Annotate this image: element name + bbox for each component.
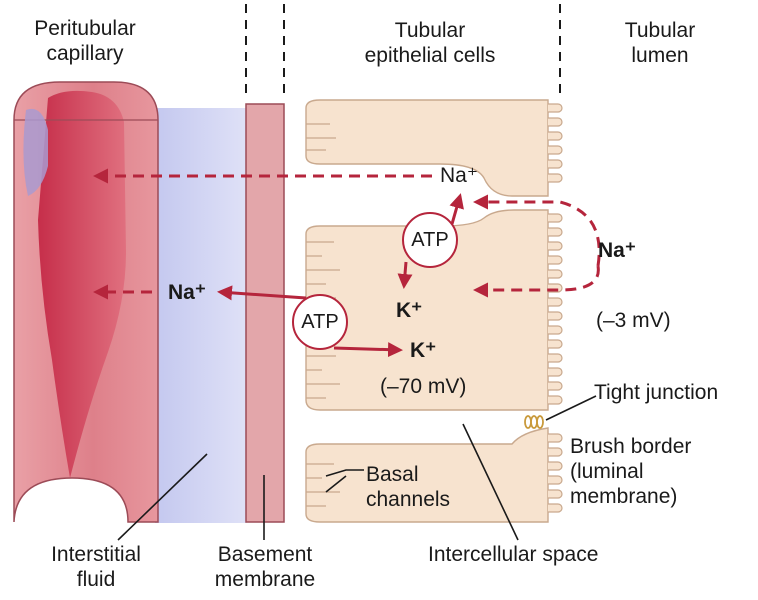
basal-line1: Basal: [366, 463, 419, 486]
transport-arrows: [93, 168, 601, 358]
arrow-atp-upper-to-na: [449, 193, 464, 225]
lumen-line2: lumen: [631, 44, 689, 67]
basement-line1: Basement: [217, 543, 313, 566]
zone-dividers: [245, 4, 561, 100]
basal-line2: channels: [366, 488, 451, 511]
label-interstitial-fluid: Interstitial fluid: [26, 542, 166, 592]
label-tubular-lumen: Tubular lumen: [600, 18, 720, 68]
label-na-left: Na⁺: [168, 281, 206, 304]
epithelial-cell-top: [305, 99, 549, 197]
label-na-lumen: Na⁺: [598, 239, 636, 262]
peritubular-line1: Peritubular: [34, 17, 136, 40]
label-peritubular-capillary: Peritubular capillary: [10, 16, 160, 66]
label-k-lower: K⁺: [410, 339, 437, 362]
arrow-atp-upper-to-k: [397, 261, 413, 289]
epithelial-cell-bottom: [305, 427, 549, 523]
interstitial-line2: fluid: [76, 568, 116, 591]
label-k-upper: K⁺: [396, 299, 423, 322]
basement-membrane: [245, 103, 285, 523]
atp-upper: ATP: [402, 212, 458, 268]
brush-line3: membrane): [570, 485, 678, 508]
epithelial-cell-middle: [305, 209, 549, 411]
arrow-na-lumen-loop: [473, 194, 601, 267]
interstitial-line1: Interstitial: [51, 543, 141, 566]
label-lumen-potential: (–3 mV): [596, 309, 671, 332]
label-intercellular-space: Intercellular space: [428, 543, 599, 566]
basement-line2: membrane: [214, 568, 316, 591]
label-tight-junction: Tight junction: [594, 381, 719, 404]
label-basement-membrane: Basement membrane: [190, 542, 340, 592]
arrow-atp-lower-to-na: [217, 285, 307, 301]
atp-lower: ATP: [292, 294, 348, 350]
label-na-top: Na⁺: [440, 164, 478, 187]
tight-junction-marker: [524, 415, 544, 429]
epithelial-line2: epithelial cells: [364, 44, 496, 67]
label-cell-potential: (–70 mV): [380, 375, 467, 398]
brush-line2: (luminal: [570, 460, 644, 483]
label-brush-border: Brush border (luminal membrane): [570, 434, 691, 509]
arrow-atp-lower-to-k: [333, 342, 403, 358]
tubular-epithelial-cells: [305, 99, 549, 523]
brush-border: [548, 103, 563, 513]
label-tubular-epithelial-cells: Tubular epithelial cells: [330, 18, 530, 68]
arrow-na-lumen-into-cell: [473, 265, 600, 298]
peritubular-line2: capillary: [46, 42, 124, 65]
lumen-line1: Tubular: [624, 19, 696, 42]
brush-line1: Brush border: [570, 435, 692, 458]
epithelial-line1: Tubular: [394, 19, 466, 42]
peritubular-capillary: [13, 81, 159, 523]
label-basal-channels: Basal channels: [366, 462, 450, 512]
leader-lines: [117, 395, 597, 541]
